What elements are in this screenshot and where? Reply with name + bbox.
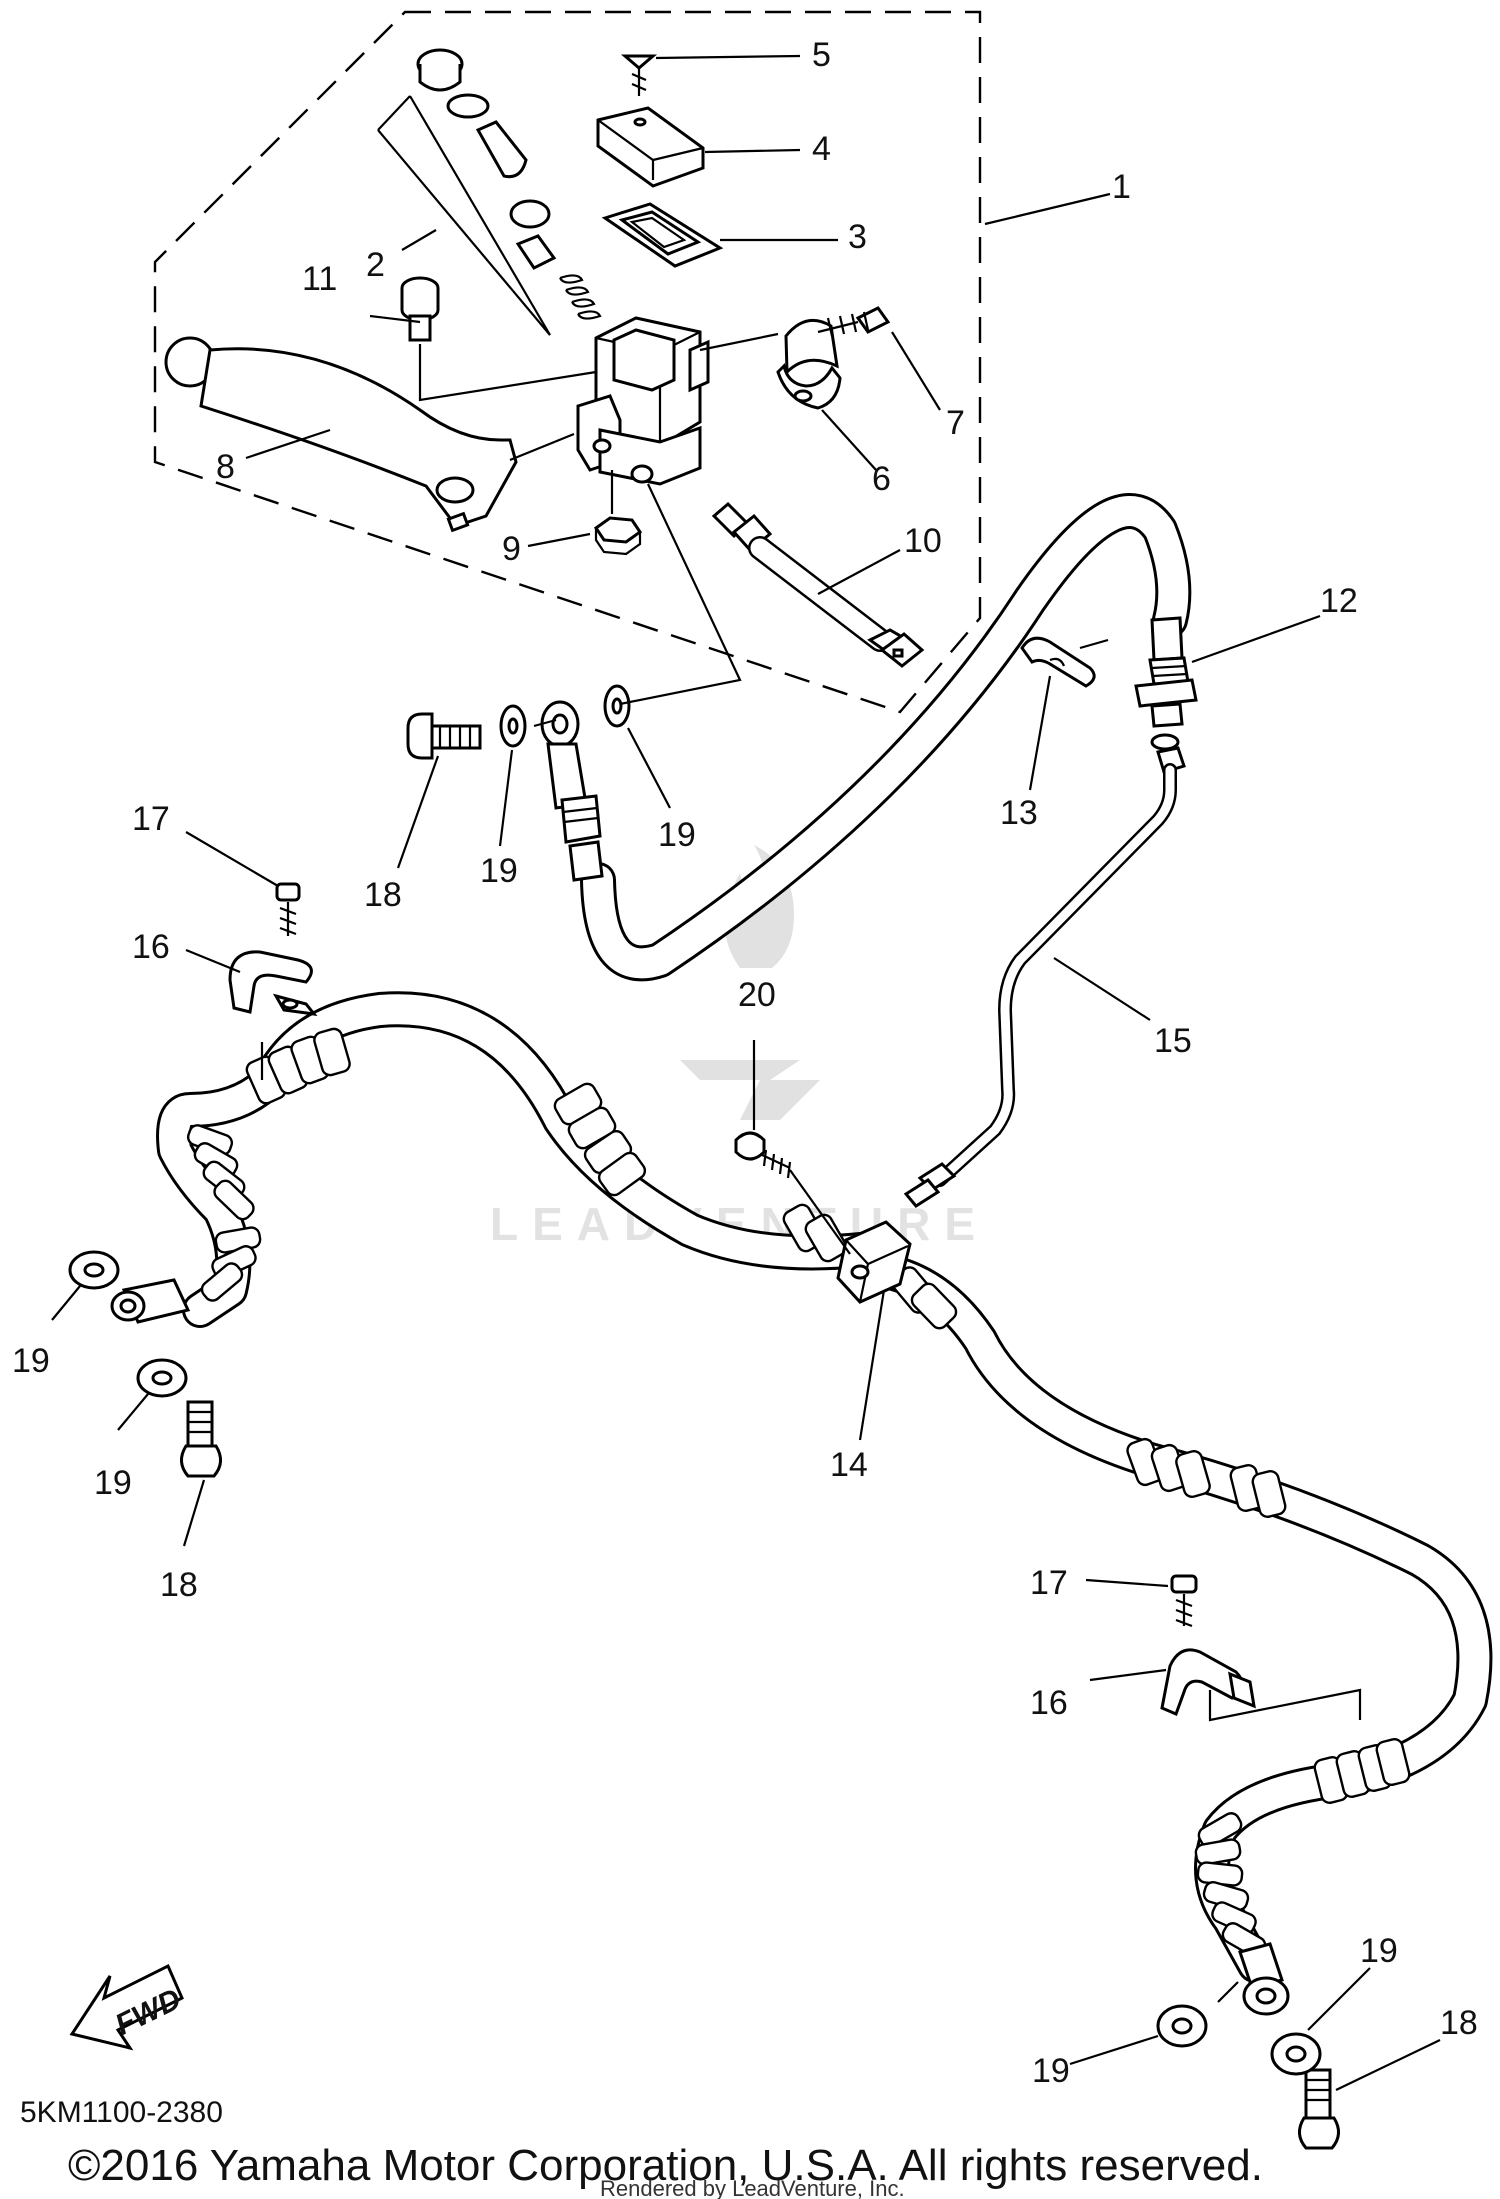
callout-2: 2 [366, 246, 385, 284]
master-cylinder-group [164, 48, 925, 668]
screw-5 [620, 54, 658, 96]
pivot-pin-11 [400, 276, 440, 360]
callout-5: 5 [812, 36, 831, 74]
screw-17-lower [1170, 1574, 1198, 1628]
washer-19-a [499, 704, 527, 748]
callout-11: 11 [302, 260, 337, 298]
washer-19-e [1156, 2004, 1208, 2048]
callout-7: 7 [946, 404, 965, 442]
bolt-7 [817, 306, 891, 337]
callout-16-lower: 16 [1030, 1684, 1068, 1722]
hose-protector-right [1126, 1437, 1411, 1958]
callout-15: 15 [1154, 1022, 1192, 1060]
master-cylinder-body [576, 316, 710, 486]
callout-19-e: 19 [1032, 2052, 1070, 2090]
union-bolt-18-left [180, 1400, 222, 1478]
callout-numbers: 1 2 3 4 5 6 7 8 9 10 11 12 13 14 15 16 1… [12, 36, 1478, 2090]
assembly-boundary [153, 10, 982, 714]
clamp-16-lower [1160, 1648, 1256, 1717]
callout-14: 14 [830, 1446, 868, 1484]
callout-13: 13 [1000, 794, 1038, 832]
callout-17-lower: 17 [1030, 1564, 1068, 1602]
lower-brake-hose [110, 991, 1493, 2016]
brake-pipe-15 [903, 746, 1186, 1208]
callout-19-d: 19 [94, 1464, 132, 1502]
banjo-fitting-right [1217, 1942, 1290, 2016]
holder-6 [776, 318, 842, 410]
callout-9: 9 [502, 530, 521, 568]
brake-switch-10 [711, 501, 925, 668]
callout-19-c: 19 [12, 1342, 50, 1380]
callout-3: 3 [848, 218, 867, 256]
diaphragm-3 [601, 202, 724, 268]
callout-12: 12 [1320, 582, 1358, 620]
diagram-code: 5KM1100-2380 [20, 2096, 223, 2129]
banjo-fitting-left [110, 1278, 191, 1324]
callout-19-f: 19 [1360, 1932, 1398, 1970]
washer-19-f [1270, 2032, 1322, 2076]
washer-19-c [68, 1250, 120, 1290]
upper-brake-hose [540, 493, 1198, 982]
clamp-16-upper [228, 950, 318, 1016]
clip-13 [1020, 636, 1096, 688]
union-bolt-18-right [1298, 2068, 1340, 2150]
washer-19-b [603, 684, 631, 728]
callout-18-right: 18 [1440, 2004, 1478, 2042]
screw-17-upper [275, 882, 301, 936]
callout-17-upper: 17 [132, 800, 170, 838]
rendered-by-note: Rendered by LeadVenture, Inc. [600, 2176, 905, 2199]
callout-19-a: 19 [480, 852, 518, 890]
union-bolt-18-upper [406, 712, 482, 760]
callout-10: 10 [904, 522, 942, 560]
assembly-lines [260, 95, 1362, 1722]
reservoir-cap-4 [596, 106, 705, 188]
piston-kit-2 [416, 48, 602, 320]
hose-protector-center [553, 1082, 958, 1330]
bolt-20 [734, 1131, 851, 1255]
callout-18-upper: 18 [364, 876, 402, 914]
leader-lines [51, 54, 1441, 2091]
callout-18-left: 18 [160, 1566, 198, 1604]
hose-protector-left [186, 1027, 351, 1302]
brake-lever-8 [164, 336, 518, 533]
joint-block-14 [836, 1220, 912, 1304]
callout-19-b: 19 [658, 816, 696, 854]
nut-9 [593, 516, 643, 556]
callout-16-upper: 16 [132, 928, 170, 966]
callout-20: 20 [738, 976, 776, 1014]
callout-4: 4 [812, 130, 831, 168]
copyright-notice: ©2016 Yamaha Motor Corporation, U.S.A. A… [68, 2141, 1263, 2190]
callout-8: 8 [216, 448, 235, 486]
forward-arrow-icon: FWD [69, 1963, 186, 2051]
callout-1: 1 [1112, 168, 1131, 206]
washer-19-d [136, 1358, 188, 1398]
callout-6: 6 [872, 460, 891, 498]
